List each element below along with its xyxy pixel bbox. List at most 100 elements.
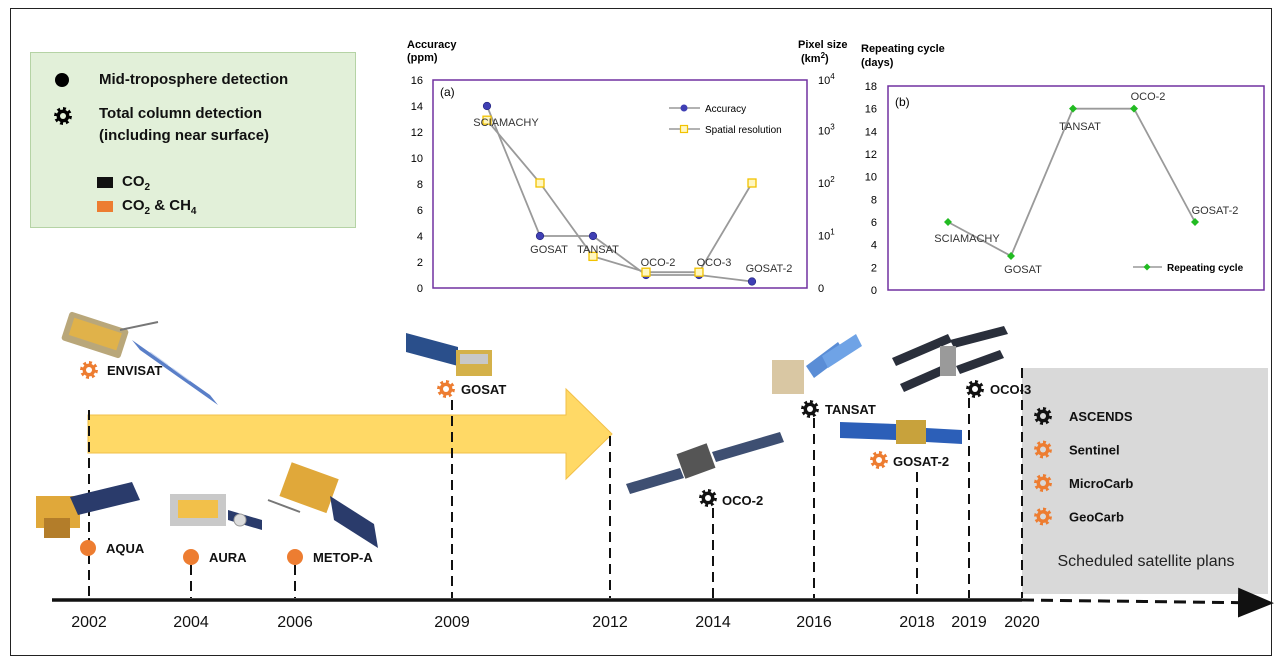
chart-b-point xyxy=(944,218,952,226)
metop-a-dot-icon xyxy=(287,549,303,565)
scheduled-panel xyxy=(1022,368,1268,594)
chart-a-series-line-spatial-resolution xyxy=(486,119,753,274)
chart-a-point-accuracy xyxy=(535,231,545,241)
scheduled-caption: Scheduled satellite plans xyxy=(1057,553,1234,570)
chart-b-tick: 10 xyxy=(865,172,877,184)
scheduled-microcarb-label: MicroCarb xyxy=(1069,476,1133,491)
oco-2-gear-icon xyxy=(699,489,717,507)
chart-b-point xyxy=(1130,104,1138,113)
chart-a-right-tick: 102 xyxy=(818,175,835,190)
chart-a-category-label: TANSAT xyxy=(577,244,619,256)
chart-a-point-spatial-resolution xyxy=(694,267,704,277)
year-guide-lines xyxy=(88,368,1023,598)
chart-b-tick: 2 xyxy=(871,262,877,274)
chart-a-right-tick: 103 xyxy=(818,123,835,138)
chart-a-point-accuracy xyxy=(588,231,598,241)
chart-a-category-label: OCO-3 xyxy=(697,257,732,269)
chart-a-category-label: GOSAT xyxy=(530,244,568,256)
year-label-2004: 2004 xyxy=(173,614,209,631)
chart-a-legend-accuracy: Accuracy xyxy=(705,104,746,115)
chart-a-category-label: SCIAMACHY xyxy=(473,117,539,129)
tansat-label: TANSAT xyxy=(825,402,876,417)
chart-a-point-accuracy xyxy=(747,277,757,286)
chart-a-left-tick: 10 xyxy=(411,153,423,165)
sentinel-gear-icon xyxy=(1034,440,1052,459)
legend-total-column-line2: (including near surface) xyxy=(99,127,270,144)
year-label-2019: 2019 xyxy=(951,614,987,631)
chart-b-category-label: SCIAMACHY xyxy=(934,233,1000,245)
mid-troposphere-dot-icon xyxy=(55,73,69,87)
scheduled-sentinel-label: Sentinel xyxy=(1069,443,1120,458)
oco-3-iss-illustration xyxy=(892,326,1008,392)
envisat-label: ENVISAT xyxy=(107,363,162,378)
total-column-gear-icon xyxy=(54,107,72,125)
chart-a-legend: Accuracy Spatial resolution xyxy=(669,104,782,136)
year-label-2020: 2020 xyxy=(1004,614,1040,631)
co2-swatch xyxy=(97,177,113,188)
chart-b-point xyxy=(1191,218,1199,226)
chart-b-category-label: GOSAT-2 xyxy=(1192,205,1239,217)
oco-3-gear-icon xyxy=(966,380,984,398)
gosat-2-gear-icon xyxy=(870,451,888,469)
legend-box: Mid-troposphere detection Total column d… xyxy=(30,52,356,228)
chart-a-ylabel-right-1: Pixel size xyxy=(798,39,848,51)
gosat-2-label: GOSAT-2 xyxy=(893,454,949,469)
legend-mid-troposphere: Mid-troposphere detection xyxy=(99,71,289,88)
oco-2-label: OCO-2 xyxy=(722,493,763,508)
scheduled-geocarb-label: GeoCarb xyxy=(1069,510,1124,525)
aura-label: AURA xyxy=(209,550,247,565)
microcarb-gear-icon xyxy=(1034,474,1052,492)
chart-a-legend-spatial: Spatial resolution xyxy=(705,125,782,136)
chart-a-left-tick: 12 xyxy=(411,127,423,139)
chart-b-tick: 8 xyxy=(871,194,877,206)
legend-total-column-line1: Total column detection xyxy=(99,105,263,122)
chart-a-category-label: OCO-2 xyxy=(641,257,676,269)
chart-b-panel-label: (b) xyxy=(895,95,910,109)
chart-a-point-spatial-resolution xyxy=(747,178,757,188)
chart-b-tick: 18 xyxy=(865,81,877,93)
tansat-illustration xyxy=(772,334,862,394)
legend-co2: CO2 xyxy=(122,173,151,193)
chart-a-ylabel-left-2: (ppm) xyxy=(407,52,438,64)
year-label-2012: 2012 xyxy=(592,614,628,631)
geocarb-gear-icon xyxy=(1034,507,1052,526)
chart-a-ylabel-left-1: Accuracy xyxy=(407,39,457,51)
scheduled-ascends-label: ASCENDS xyxy=(1069,409,1133,424)
chart-b-tick: 14 xyxy=(865,126,877,138)
tansat-gear-icon xyxy=(801,400,819,418)
chart-b-category-label: OCO-2 xyxy=(1131,91,1166,103)
chart-a-point-accuracy xyxy=(482,101,492,111)
year-label-2009: 2009 xyxy=(434,614,470,631)
chart-b-ylabel-2: (days) xyxy=(861,57,894,69)
chart-a-left-tick: 0 xyxy=(417,283,423,295)
chart-b-point xyxy=(1007,252,1015,260)
year-label-2006: 2006 xyxy=(277,614,313,631)
chart-b-tick: 4 xyxy=(871,240,877,252)
year-label-2016: 2016 xyxy=(796,614,832,631)
chart-a-right-tick: 104 xyxy=(818,72,835,87)
chart-b-category-label: GOSAT xyxy=(1004,264,1042,276)
year-label-2002: 2002 xyxy=(71,614,107,631)
chart-b-tick: 12 xyxy=(865,149,877,161)
legend-co2-ch4: CO2 & CH4 xyxy=(122,197,197,217)
envisat-illustration xyxy=(61,311,218,405)
year-label-2018: 2018 xyxy=(899,614,935,631)
chart-a-left-tick: 16 xyxy=(411,75,423,87)
gosat-label: GOSAT xyxy=(461,382,506,397)
chart-a-right-tick: 0 xyxy=(818,283,824,295)
chart-a-right-tick: 101 xyxy=(818,228,835,243)
envisat-gear-icon xyxy=(80,361,98,379)
chart-a-ylabel-right-2: (km2) xyxy=(801,51,829,65)
aura-dot-icon xyxy=(183,549,199,565)
chart-b-tick: 6 xyxy=(871,217,877,229)
chart-a-point-spatial-resolution xyxy=(588,251,598,262)
chart-a-category-label: GOSAT-2 xyxy=(746,263,793,275)
chart-a: Accuracy (ppm) Pixel size (km2) (a) 0246… xyxy=(407,39,848,295)
chart-a-left-tick: 6 xyxy=(417,205,423,217)
metop-a-label: METOP-A xyxy=(313,550,373,565)
ascends-gear-icon xyxy=(1034,407,1052,425)
chart-a-panel-label: (a) xyxy=(440,85,455,99)
chart-b-plot-area xyxy=(887,85,1265,291)
timeline-axis-future xyxy=(1021,587,1274,618)
chart-b-tick: 16 xyxy=(865,104,877,116)
